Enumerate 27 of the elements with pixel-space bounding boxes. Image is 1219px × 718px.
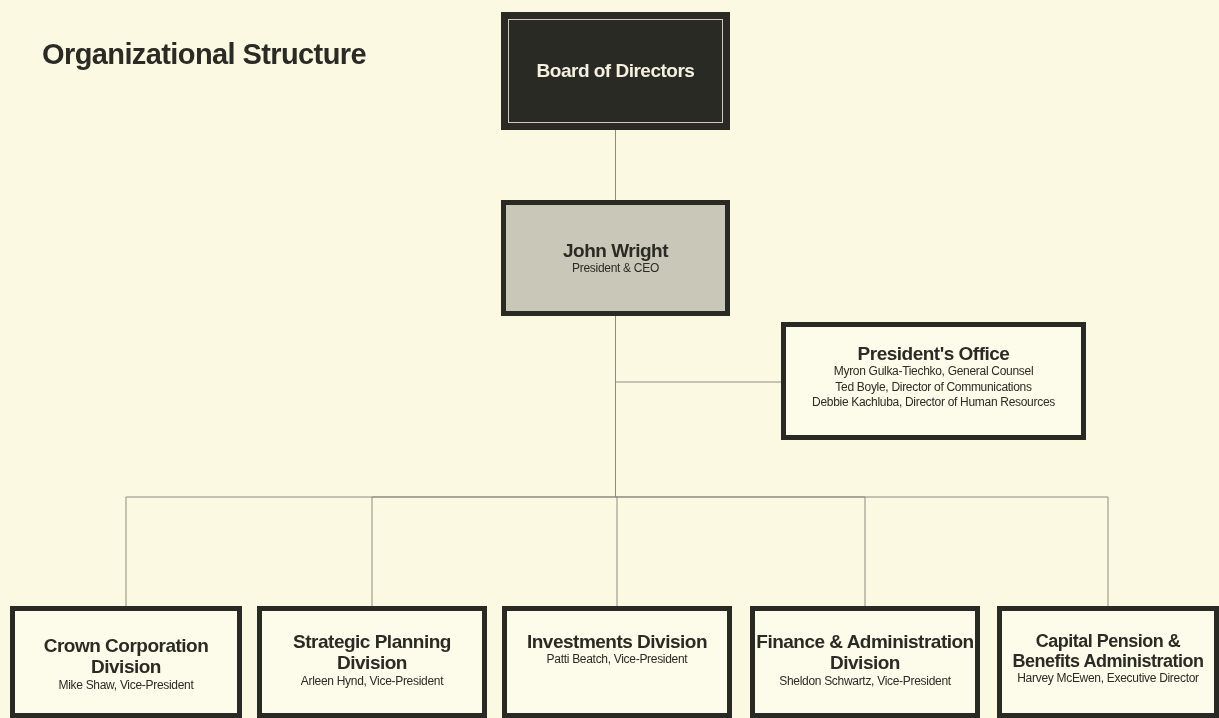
- person-title: Sheldon Schwartz, Vice-President: [779, 673, 951, 690]
- person-title: Harvey McEwen, Executive Director: [1017, 671, 1199, 687]
- department-box: [781, 322, 1086, 440]
- person-title: Patti Beatch, Vice-President: [546, 652, 688, 668]
- unit-name: Strategic Planning Division: [292, 631, 452, 674]
- person-title: Debbie Kachluba, Director of Human Resources: [812, 395, 1055, 412]
- unit-name: President's Office: [857, 343, 1010, 365]
- unit-name: Finance & Administration Division: [755, 631, 975, 674]
- person-title: President & CEO: [572, 260, 659, 277]
- diagram-title: Organizational Structure: [42, 38, 366, 71]
- board-box: [501, 12, 730, 130]
- connector-line: [615, 129, 616, 201]
- executive-box: [501, 200, 730, 316]
- unit-name: Board of Directors: [536, 60, 695, 82]
- person-title: Myron Gulka-Tiechko, General Counsel: [833, 364, 1034, 380]
- unit-name: Crown Corporation Division: [42, 635, 210, 678]
- unit-name: Investments Division: [526, 631, 708, 653]
- department-box: [997, 606, 1219, 718]
- person-title: Mike Shaw, Vice-President: [58, 677, 194, 694]
- department-box: [502, 606, 732, 718]
- person-title: Ted Boyle, Director of Communications: [835, 379, 1032, 396]
- person-title: Arleen Hynd, Vice-President: [300, 673, 444, 690]
- department-box: [750, 606, 980, 718]
- unit-name: John Wright: [563, 239, 668, 261]
- department-box: [10, 606, 242, 718]
- unit-name: Capital Pension & Benefits Administration: [1011, 631, 1205, 672]
- department-box: [257, 606, 487, 718]
